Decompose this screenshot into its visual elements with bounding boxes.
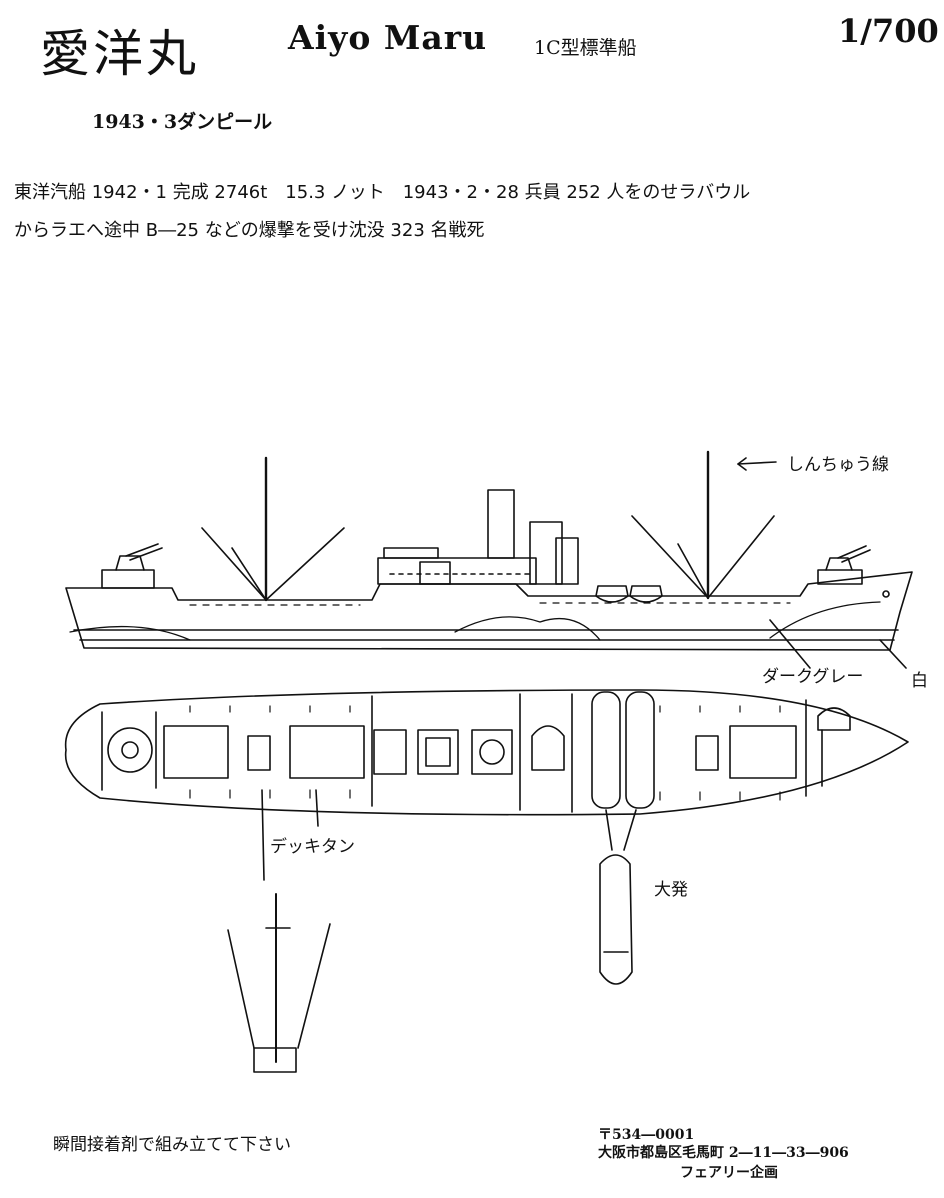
superstructure: [377, 557, 537, 585]
ship-class: 1C型標準船: [534, 37, 637, 59]
label-dark-gray: ダークグレー: [762, 667, 864, 687]
lifeboat-side: [629, 585, 663, 603]
deck-outline: [64, 689, 909, 816]
mast-front-view: [227, 893, 331, 1073]
title-english: Aiyo Maru: [288, 18, 488, 57]
side-elevation: [65, 450, 913, 669]
postal-code: 〒534―0001: [598, 1127, 695, 1143]
deck-plan: [64, 689, 909, 881]
history-line-2: からラエへ途中 B―25 などの爆撃を受け沈没 323 名戦死: [14, 220, 485, 241]
label-deck-tan: デッキタン: [270, 837, 355, 857]
windlass: [107, 727, 153, 773]
assembly-instruction: 瞬間接着剤で組み立てて下さい: [53, 1135, 291, 1155]
maker-name: フェアリー企画: [680, 1165, 778, 1181]
title-japanese: 愛洋丸: [40, 25, 199, 83]
history-line-1: 東洋汽船 1942・1 完成 2746t 15.3 ノット 1943・2・28 …: [14, 182, 751, 203]
hatch-1: [163, 725, 229, 779]
scale: 1/700: [838, 12, 939, 50]
lifeboat-top: [625, 691, 655, 809]
lifeboat-side: [595, 585, 629, 603]
lifeboat-top: [591, 691, 621, 809]
hatch-3: [729, 725, 797, 779]
label-white: 白: [911, 671, 928, 691]
label-landing-craft: 大発: [654, 880, 688, 900]
hatch-2: [289, 725, 365, 779]
fate-line: 1943・3ダンピール: [92, 111, 273, 133]
funnel-top: [479, 739, 505, 765]
landing-craft: [599, 854, 633, 985]
funnel: [487, 489, 515, 559]
maker-address: 大阪市都島区毛馬町 2―11―33―906: [598, 1145, 849, 1161]
hull-side: [65, 571, 913, 651]
label-rigging-line: しんちゅう線: [787, 455, 889, 475]
mast-base: [253, 1047, 297, 1073]
rigging-arrow: [737, 461, 777, 465]
